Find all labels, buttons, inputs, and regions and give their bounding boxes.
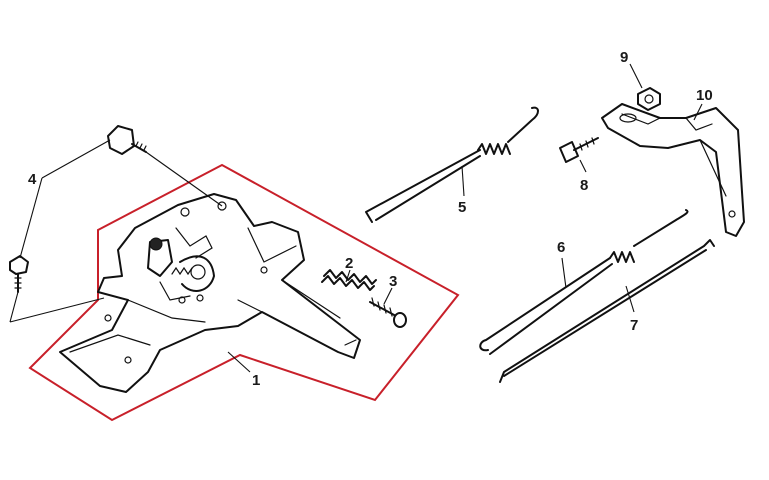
part-2-spring xyxy=(321,269,377,291)
part-4-bolts xyxy=(9,125,147,293)
label-3: 3 xyxy=(389,273,397,290)
leader-6 xyxy=(561,257,567,289)
label-7: 7 xyxy=(630,317,638,334)
part-6-spring-rod xyxy=(479,209,689,355)
leader-5 xyxy=(461,165,465,197)
part-5-spring-rod xyxy=(365,106,539,223)
leader-4-lower xyxy=(19,177,43,259)
leader-2 xyxy=(345,269,351,283)
label-6: 6 xyxy=(557,239,565,256)
part-10-bracket xyxy=(601,103,745,237)
leader-8 xyxy=(579,159,587,173)
part-7-rod xyxy=(499,239,715,383)
assembly-highlight-outline xyxy=(28,163,460,422)
part-3-screw xyxy=(369,297,407,328)
label-10: 10 xyxy=(696,87,713,104)
label-8: 8 xyxy=(580,177,588,194)
label-1: 1 xyxy=(252,372,260,389)
label-9: 9 xyxy=(620,49,628,66)
part-8-bolt xyxy=(559,137,599,163)
label-4: 4 xyxy=(28,171,37,188)
leader-9 xyxy=(629,63,643,89)
label-2: 2 xyxy=(345,255,353,272)
leader-4-upper xyxy=(41,139,111,179)
part-9-nut xyxy=(637,87,661,111)
leader-bolt-bottom xyxy=(9,291,105,323)
label-5: 5 xyxy=(458,199,466,216)
leader-7 xyxy=(625,285,635,313)
leader-1 xyxy=(227,351,251,373)
leader-bolt-to-plate xyxy=(145,151,223,207)
leader-10 xyxy=(693,103,703,121)
part-1-control-plate xyxy=(59,193,361,393)
leader-3 xyxy=(383,287,393,305)
